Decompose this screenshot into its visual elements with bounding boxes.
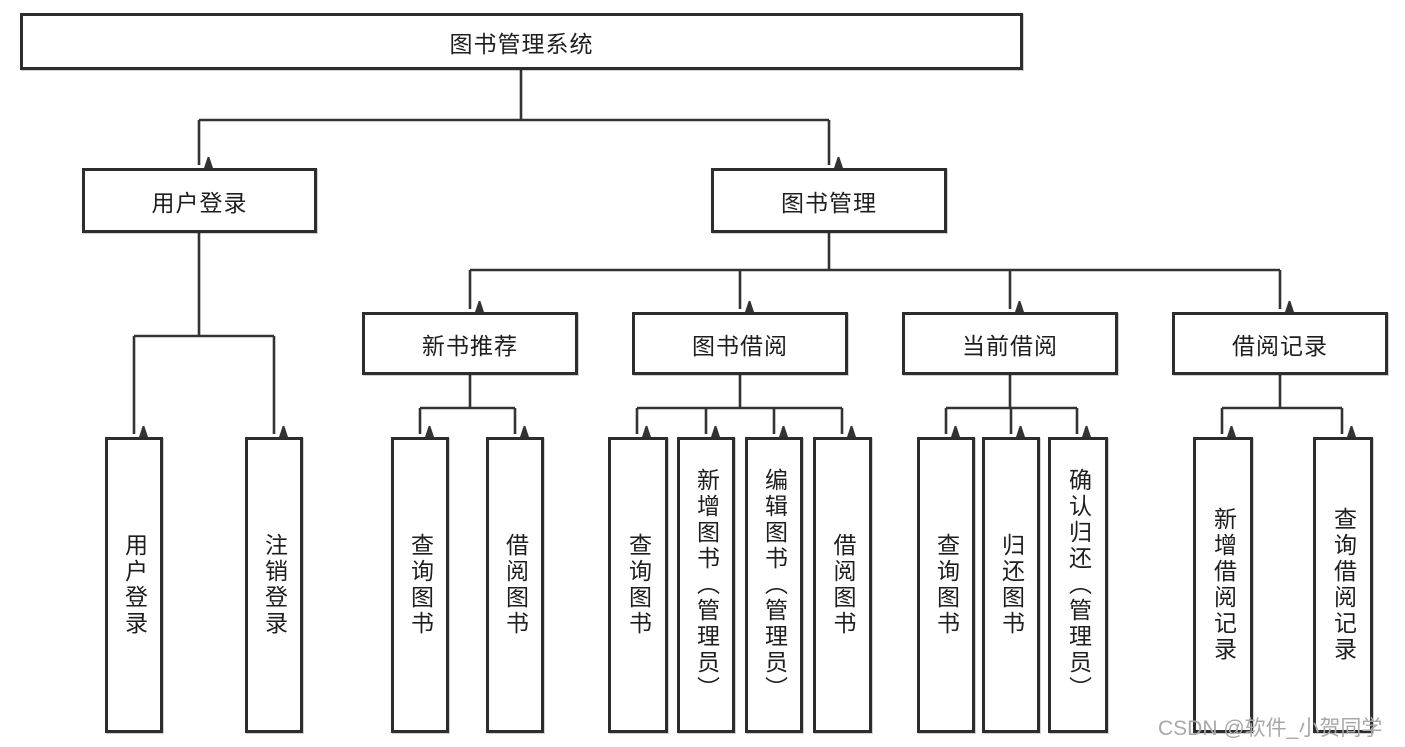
node-label: 借阅图书	[830, 533, 856, 637]
leaf-edit-books-admin: 编辑图书（管理员）	[745, 437, 803, 733]
node-root-library-management-system: 图书管理系统	[20, 13, 1023, 70]
node-label: 借阅图书	[502, 533, 529, 637]
node-borrow-records: 借阅记录	[1172, 312, 1388, 375]
node-label: 新书推荐	[422, 332, 518, 359]
leaf-query-books-recommend: 查询图书	[391, 437, 449, 733]
leaf-borrow-books: 借阅图书	[813, 437, 872, 733]
node-label: 当前借阅	[962, 332, 1058, 359]
node-label: 图书管理系统	[449, 30, 594, 57]
node-label: 图书管理	[781, 189, 877, 216]
leaf-query-books-current: 查询图书	[917, 437, 975, 733]
edge-book-management-to-level3	[468, 233, 1280, 309]
node-user-login: 用户登录	[82, 168, 317, 233]
node-label: 注销登录	[261, 533, 288, 637]
node-label: 查询图书	[407, 533, 434, 637]
leaf-query-books-borrow: 查询图书	[608, 437, 668, 733]
node-book-management: 图书管理	[711, 168, 947, 233]
csdn-watermark: CSDN @软件_小贺同学	[1158, 717, 1383, 740]
leaf-logout: 注销登录	[245, 437, 303, 733]
node-label: 查询图书	[625, 533, 652, 637]
node-book-borrow: 图书借阅	[632, 312, 848, 375]
node-label: 新增借阅记录	[1210, 507, 1237, 663]
leaf-add-borrow-record: 新增借阅记录	[1193, 437, 1253, 733]
node-label: 查询图书	[933, 533, 960, 637]
node-label: 查询借阅记录	[1330, 507, 1357, 663]
edge-borrow-records-to-leaves	[1220, 375, 1342, 434]
leaf-confirm-return-admin: 确认归还（管理员）	[1048, 437, 1108, 733]
edge-new-book-recommend-to-leaves	[418, 375, 515, 434]
edge-book-borrow-to-leaves	[635, 375, 842, 434]
edge-user-login-to-leaves	[132, 232, 274, 434]
node-new-book-recommend: 新书推荐	[362, 312, 578, 375]
node-label: 编辑图书（管理员）	[761, 468, 788, 702]
node-label: 用户登录	[121, 533, 148, 637]
leaf-add-books-admin: 新增图书（管理员）	[677, 437, 735, 733]
edge-current-borrow-to-leaves	[944, 375, 1077, 434]
node-label: 图书借阅	[692, 332, 788, 359]
node-label: 确认归还（管理员）	[1065, 468, 1092, 702]
leaf-user-login: 用户登录	[105, 437, 163, 733]
leaf-return-books: 归还图书	[982, 437, 1040, 733]
node-label: 用户登录	[151, 189, 248, 216]
node-label: 归还图书	[998, 533, 1025, 637]
leaf-borrow-books-recommend: 借阅图书	[486, 437, 544, 733]
node-label: 新增图书（管理员）	[693, 468, 720, 702]
leaf-query-borrow-record: 查询借阅记录	[1313, 437, 1373, 733]
node-current-borrow: 当前借阅	[902, 312, 1118, 375]
node-label: 借阅记录	[1232, 332, 1328, 359]
edge-root-to-level2	[197, 70, 829, 165]
